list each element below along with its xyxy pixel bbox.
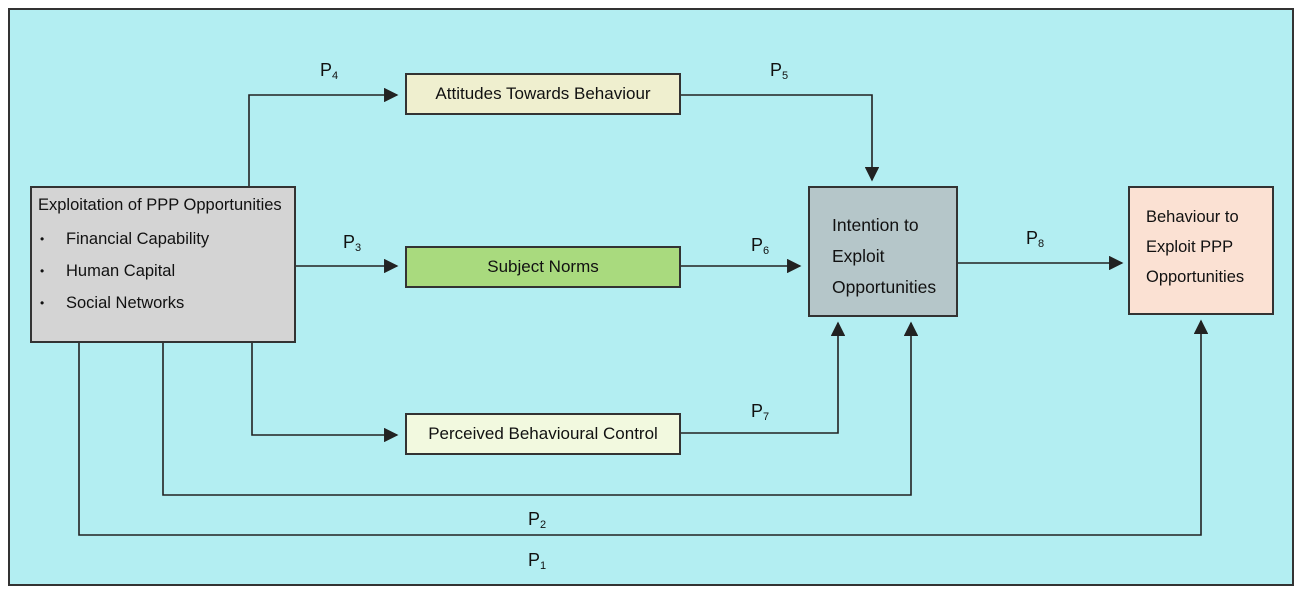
perceived-behavioural-control-box: Perceived Behavioural Control (405, 413, 681, 455)
path-label-p5: P5 (770, 60, 789, 82)
intention-line-2: Exploit (832, 246, 885, 266)
path-label-p8: P8 (1026, 228, 1045, 250)
attitudes-towards-behaviour-box: Attitudes Towards Behaviour (405, 73, 681, 115)
subject-norms-box: Subject Norms (405, 246, 681, 288)
intention-line-1: Intention to (832, 215, 919, 235)
behaviour-line-1: Behaviour to (1146, 208, 1239, 226)
arrow-p2 (162, 321, 919, 496)
path-label-p6: P6 (751, 235, 770, 257)
source-box-title: Exploitation of PPP Opportunities (38, 196, 282, 214)
list-item-financial-capability: Financial Capability (38, 223, 288, 255)
arrow-p7 (681, 321, 846, 434)
intention-line-3: Opportunities (832, 277, 937, 297)
path-label-p4: P4 (320, 60, 339, 82)
arrow-source-to-pbc (251, 343, 399, 443)
path-label-p7: P7 (751, 401, 770, 423)
intention-to-exploit-box: Intention to Exploit Opportunities (808, 186, 958, 317)
path-label-p3: P3 (343, 232, 362, 254)
exploitation-of-ppp-opportunities-box: Exploitation of PPP Opportunities Financ… (30, 186, 296, 343)
path-label-p2: P2 (528, 509, 547, 531)
list-item-social-networks: Social Networks (38, 287, 288, 319)
arrow-p4 (248, 87, 399, 186)
behaviour-line-2: Exploit PPP (1146, 238, 1234, 256)
list-item-human-capital: Human Capital (38, 255, 288, 287)
behaviour-to-exploit-box: Behaviour to Exploit PPP Opportunities (1128, 186, 1274, 315)
subject-norms-label: Subject Norms (487, 257, 599, 276)
source-box-list: Financial Capability Human Capital Socia… (38, 223, 288, 319)
arrow-p1 (78, 319, 1209, 536)
pbc-label: Perceived Behavioural Control (428, 424, 658, 443)
attitudes-label: Attitudes Towards Behaviour (435, 84, 651, 103)
path-label-p1: P1 (528, 550, 547, 572)
behaviour-line-3: Opportunities (1146, 268, 1245, 286)
arrow-p5 (681, 94, 880, 182)
